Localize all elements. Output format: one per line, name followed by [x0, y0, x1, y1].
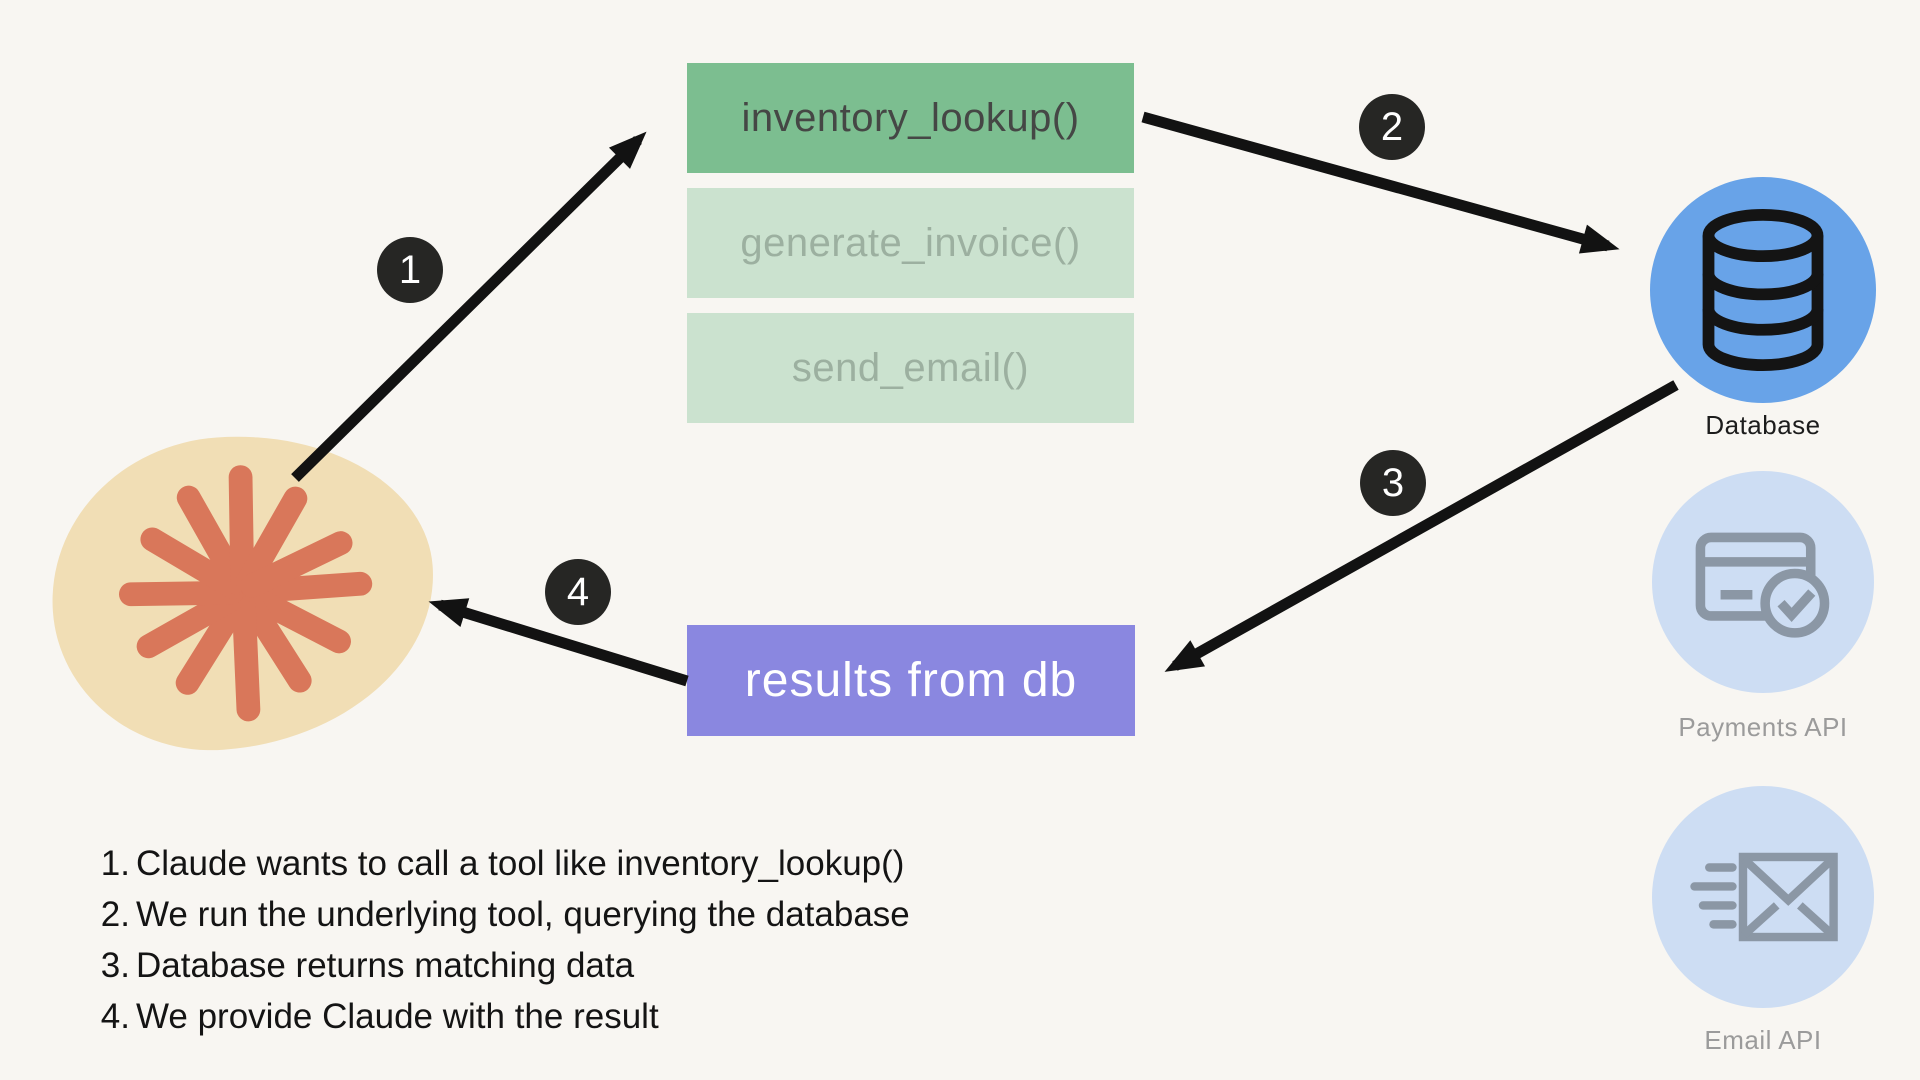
email-icon [1690, 852, 1838, 942]
step-badge-3: 3 [1360, 450, 1426, 516]
tool-box-send-email: send_email() [687, 313, 1134, 423]
claude-blob [41, 423, 445, 761]
payments-card-icon [1695, 532, 1830, 638]
tool-box-inventory-lookup: inventory_lookup() [687, 63, 1134, 173]
steps-list: 1. Claude wants to call a tool like inve… [78, 838, 910, 1042]
step-item-3: 3. Database returns matching data [78, 940, 910, 991]
database-icon [1702, 209, 1824, 371]
step-badge-1: 1 [377, 237, 443, 303]
tool-label: send_email() [791, 345, 1030, 390]
claude-starburst-icon [118, 465, 373, 722]
step-number: 1. [100, 844, 130, 883]
step-badge-4: 4 [545, 559, 611, 625]
tool-label: inventory_lookup() [741, 95, 1080, 140]
database-label: Database [1705, 410, 1821, 440]
arrow-1-claude-to-tool [291, 131, 647, 482]
tool-label: generate_invoice() [740, 220, 1081, 265]
step-number: 4. [100, 997, 130, 1036]
step-number: 2. [100, 895, 130, 934]
payments-api-label: Payments API [1678, 712, 1848, 742]
step-item-4: 4. We provide Claude with the result [78, 991, 910, 1042]
email-api-label: Email API [1704, 1025, 1822, 1055]
step-text: Database returns matching data [136, 946, 635, 985]
step-number: 3. [100, 946, 130, 985]
step-item-2: 2. We run the underlying tool, querying … [78, 889, 910, 940]
payments-api-node [1652, 471, 1874, 693]
step-text: We provide Claude with the result [136, 997, 659, 1036]
tool-box-generate-invoice: generate_invoice() [687, 188, 1134, 298]
results-from-db-box: results from db [687, 625, 1135, 736]
email-api-node [1652, 786, 1874, 1008]
arrow-3-database-to-results [1164, 380, 1679, 672]
result-label: results from db [744, 654, 1078, 707]
step-item-1: 1. Claude wants to call a tool like inve… [78, 838, 910, 889]
step-text: Claude wants to call a tool like invento… [136, 844, 905, 883]
database-node [1650, 177, 1876, 403]
step-badge-2: 2 [1359, 94, 1425, 160]
step-text: We run the underlying tool, querying the… [136, 895, 910, 934]
